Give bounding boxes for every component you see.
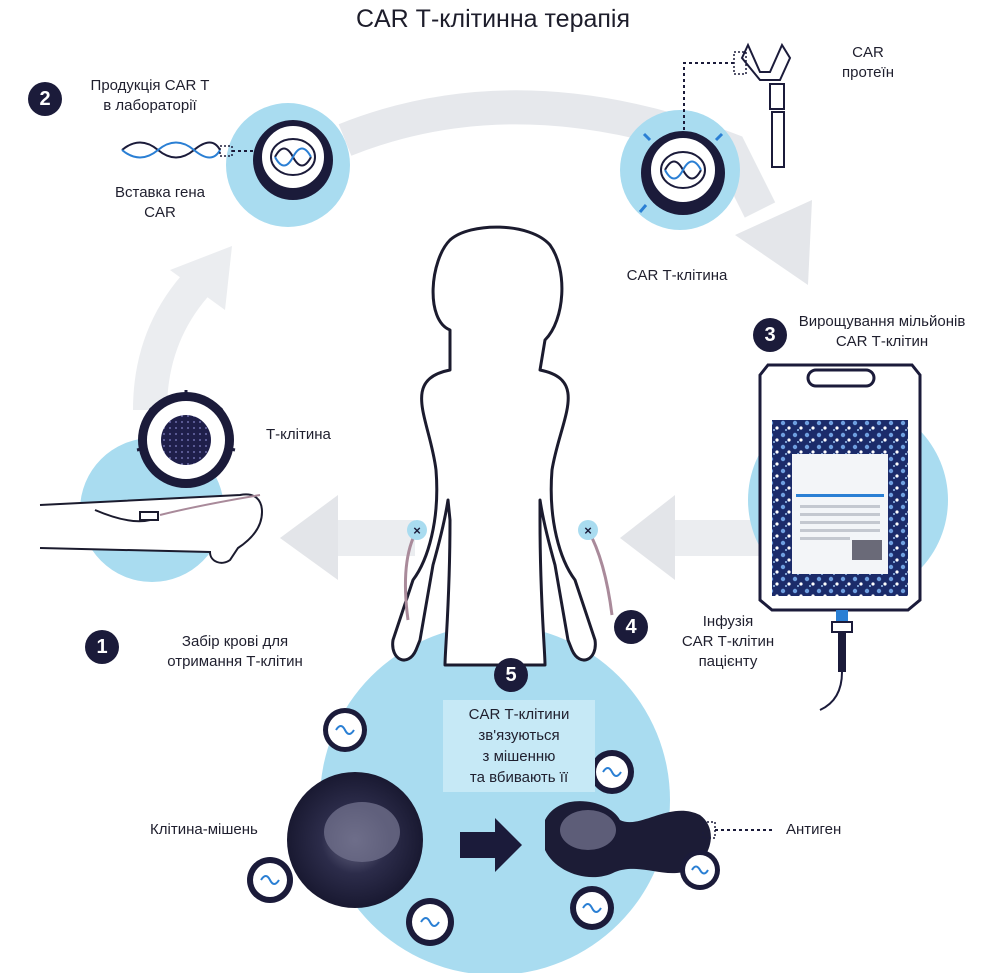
car-protein-label: CAR протеїн bbox=[818, 43, 918, 83]
cycle-arrow-top bbox=[338, 90, 812, 285]
step-5-line-3: з мішенню bbox=[482, 748, 556, 765]
arrow-to-patient-left bbox=[280, 495, 415, 580]
iv-bag-illustration bbox=[748, 363, 948, 711]
car-gene-line-2: CAR bbox=[144, 204, 176, 221]
step-3-badge: 3 bbox=[753, 318, 787, 352]
step-3-line-1: Вирощування мільйонів bbox=[798, 313, 966, 330]
target-cell-label: Клітина-мішень bbox=[150, 821, 258, 838]
iv-line-right: × bbox=[578, 520, 614, 616]
step-1-badge: 1 bbox=[85, 630, 119, 664]
step-5-infobox: CAR Т-клітини зв'язуються з мішенню та в… bbox=[443, 700, 595, 792]
iv-line-left: × bbox=[403, 520, 427, 621]
step-4-line-1: Інфузія bbox=[702, 613, 754, 630]
car-t-cells-attacking bbox=[247, 708, 720, 946]
car-gene-line-1: Вставка гена bbox=[114, 184, 206, 201]
cycle-arrow-left-up bbox=[133, 246, 232, 411]
target-cell-dying bbox=[545, 801, 711, 878]
step-3-line-2: CAR Т-клітин bbox=[835, 333, 929, 350]
lab-cell-illustration bbox=[226, 103, 350, 227]
car-protein-line-1: CAR bbox=[852, 44, 884, 61]
step-2-badge: 2 bbox=[28, 82, 62, 116]
car-t-cell-label: CAR Т-клітина bbox=[626, 267, 728, 284]
svg-text:×: × bbox=[584, 523, 592, 538]
step-5-line-1: CAR Т-клітини bbox=[468, 706, 570, 723]
step-1-label: Забір крові для отримання Т-клітин bbox=[150, 632, 320, 672]
diagram-title: CAR Т-клітинна терапія bbox=[355, 5, 631, 33]
step-1-line-2: отримання Т-клітин bbox=[167, 653, 303, 670]
car-protein-line-2: протеїн bbox=[842, 64, 894, 81]
step-4-label: Інфузія CAR Т-клітин пацієнту bbox=[668, 612, 788, 672]
t-cell-label: Т-клітина bbox=[266, 426, 331, 443]
car-t-cell-illustration bbox=[620, 110, 740, 230]
step-5-line-2: зв'язуються bbox=[478, 727, 560, 744]
step-5-badge: 5 bbox=[494, 658, 528, 692]
step-4-badge: 4 bbox=[614, 610, 648, 644]
step-2-line-1: Продукція CAR T bbox=[90, 77, 210, 94]
car-protein-illustration bbox=[683, 42, 792, 168]
patient-silhouette bbox=[391, 225, 597, 667]
t-cell-illustration bbox=[136, 390, 236, 488]
car-gene-label: Вставка гена CAR bbox=[100, 183, 220, 223]
step-4-line-3: пацієнту bbox=[698, 653, 758, 670]
step-2-label: Продукція CAR T в лабораторії bbox=[80, 76, 220, 116]
step-3-label: Вирощування мільйонів CAR Т-клітин bbox=[792, 312, 972, 352]
step-4-line-2: CAR Т-клітин bbox=[681, 633, 775, 650]
antigen-pointer bbox=[702, 821, 775, 839]
target-cell-before bbox=[287, 772, 423, 908]
step-1-line-1: Забір крові для bbox=[181, 633, 289, 650]
step-5-label: CAR Т-клітини зв'язуються з мішенню та в… bbox=[443, 704, 595, 788]
svg-text:×: × bbox=[413, 523, 421, 538]
step-5-line-4: та вбивають її bbox=[469, 769, 569, 786]
step-2-line-2: в лабораторії bbox=[103, 97, 197, 114]
antigen-label: Антиген bbox=[786, 821, 842, 838]
kill-arrow bbox=[460, 818, 522, 872]
arrow-bag-to-patient bbox=[620, 495, 762, 580]
car-gene-dna bbox=[121, 141, 258, 159]
